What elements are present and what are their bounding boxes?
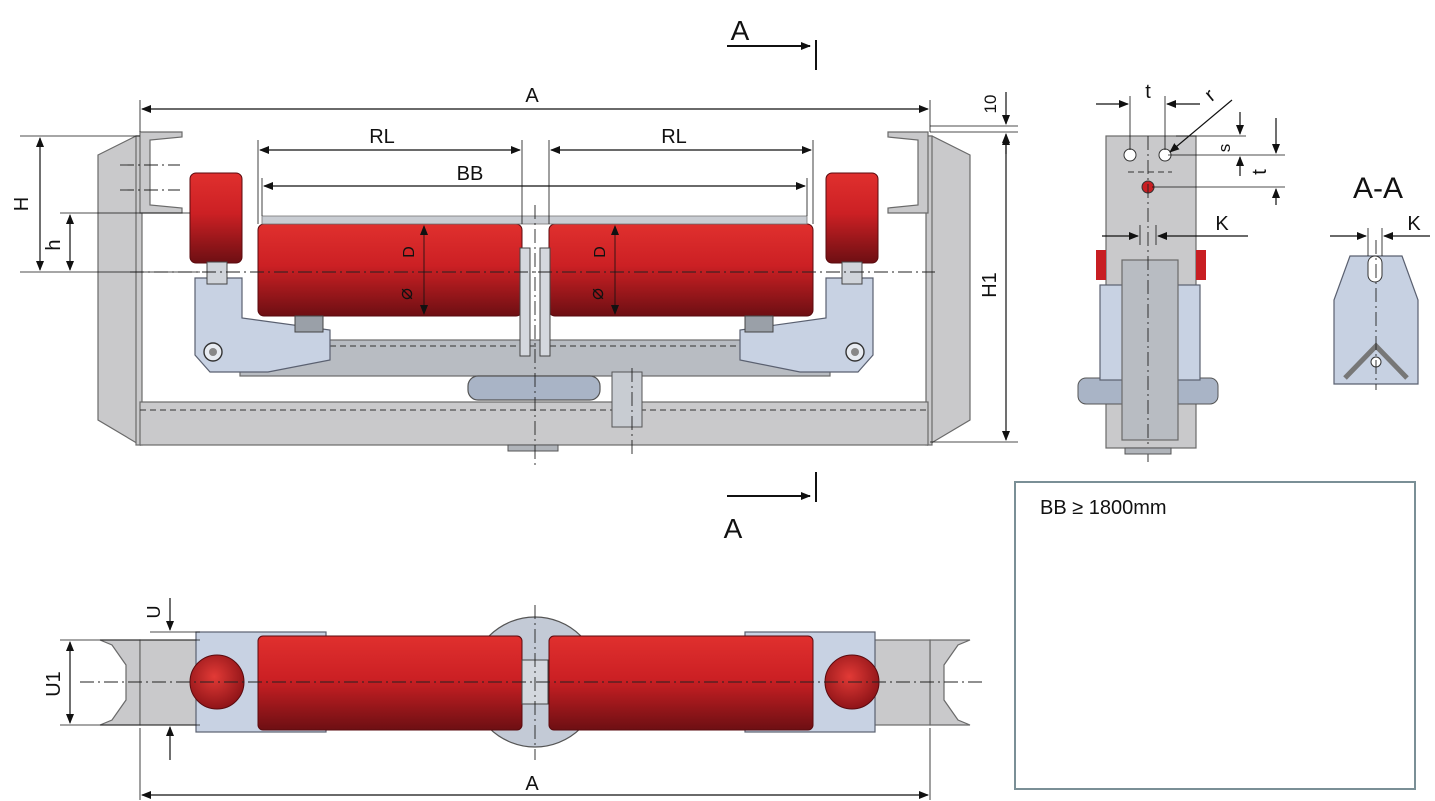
dim-D-right-label: D xyxy=(592,246,609,258)
section-view: A-A K xyxy=(1330,172,1430,390)
section-view-title: A-A xyxy=(1353,172,1403,205)
guide-roller-right xyxy=(825,172,879,264)
dim-BB-label: BB xyxy=(457,163,484,185)
bracket-right xyxy=(739,277,874,373)
frame-left-post xyxy=(97,135,141,447)
dim-10-label: 10 xyxy=(981,95,1000,114)
dim-H-label: H xyxy=(11,197,33,211)
top-roller-left xyxy=(257,635,523,731)
dim-s-label: s xyxy=(1215,144,1234,153)
section-marker-top-label: A xyxy=(731,15,750,46)
illustration-panel: BB ≥ 1800mm xyxy=(1014,481,1416,790)
pivot-disk xyxy=(467,375,601,401)
dim-RL-right-label: RL xyxy=(661,126,687,148)
guide-roller-left xyxy=(189,172,243,264)
channel-left xyxy=(139,131,183,214)
top-frame-left xyxy=(99,639,141,726)
top-view: A U1 U xyxy=(43,598,985,800)
frame-right-post xyxy=(927,135,971,447)
dim-t-top-label: t xyxy=(1145,81,1151,103)
dim-phi-right-label: ⌀ xyxy=(586,288,608,300)
dim-H1-label: H1 xyxy=(979,272,1001,298)
dim-RL-left-label: RL xyxy=(369,126,395,148)
dim-t-right-label: t xyxy=(1249,169,1271,175)
carrying-roller-left xyxy=(257,223,523,317)
carrying-roller-right xyxy=(548,223,814,317)
dim-h-label: h xyxy=(43,239,65,250)
frame-right-inner xyxy=(925,135,933,446)
dim-A-top-label: A xyxy=(525,85,539,107)
dim-K-side-label: K xyxy=(1215,213,1229,235)
channel-right xyxy=(887,131,929,214)
section-marker-bottom-label: A xyxy=(724,513,743,544)
dim-A-bottom-label: A xyxy=(525,773,539,795)
illustration-caption: BB ≥ 1800mm xyxy=(1040,497,1167,519)
dim-U1-label: U1 xyxy=(43,671,65,697)
section-marker-bottom: A xyxy=(724,472,817,544)
dim-D-left-label: D xyxy=(401,246,418,258)
side-view: t r s t K xyxy=(1077,81,1285,466)
top-roller-right xyxy=(548,635,814,731)
section-marker-top: A xyxy=(727,15,817,70)
top-frame-right xyxy=(929,639,971,726)
frame-base-beam xyxy=(139,401,929,446)
dim-phi-left-label: ⌀ xyxy=(395,288,417,300)
dim-U-label: U xyxy=(144,606,164,619)
dim-r-label: r xyxy=(1201,85,1221,106)
bracket-left xyxy=(194,277,331,373)
front-view: A RL RL BB D ⌀ D ⌀ H h H1 xyxy=(11,85,1018,468)
dim-K-section-label: K xyxy=(1407,213,1421,235)
